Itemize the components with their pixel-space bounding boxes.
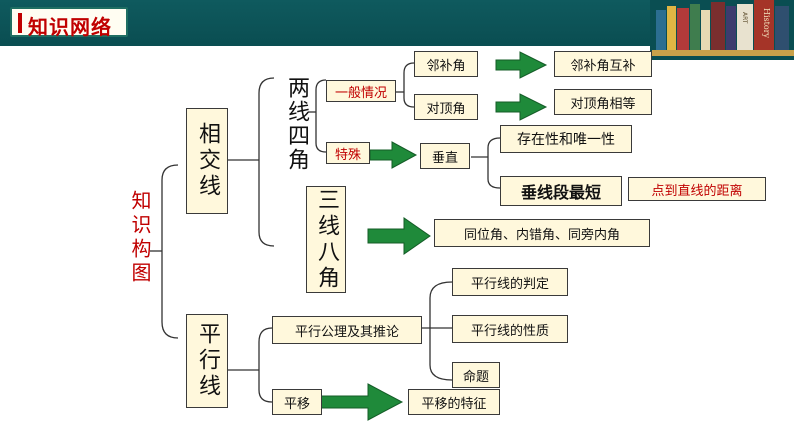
page-title: 知识网络 bbox=[28, 15, 112, 39]
book-spine-history: History bbox=[762, 8, 771, 38]
point-line-distance: 点到直线的距离 bbox=[628, 177, 766, 201]
vertical-angle-result: 对顶角相等 bbox=[554, 89, 652, 115]
title-box: 知识网络 bbox=[10, 7, 128, 39]
three-lines-eight-angles: 三线八角 bbox=[306, 186, 346, 293]
branch-parallel-lines: 平行线 bbox=[186, 314, 228, 408]
translation-features: 平移的特征 bbox=[408, 389, 500, 415]
parallel-properties: 平行线的性质 bbox=[452, 315, 568, 343]
header-divider bbox=[0, 44, 794, 46]
title-accent-bar bbox=[18, 13, 22, 33]
branch-intersecting-lines: 相交线 bbox=[186, 108, 228, 214]
special-case: 特殊 bbox=[326, 142, 370, 164]
books-illustration: History ART bbox=[650, 0, 794, 60]
perpendicular-shortest: 垂线段最短 bbox=[500, 176, 622, 206]
parallel-axiom: 平行公理及其推论 bbox=[272, 316, 422, 344]
angle-types: 同位角、内错角、同旁内角 bbox=[434, 219, 650, 247]
propositions: 命题 bbox=[452, 362, 500, 388]
two-lines-four-angles: 两线四角 bbox=[284, 76, 309, 172]
arrow-adjacent bbox=[495, 51, 548, 79]
parallel-criteria: 平行线的判定 bbox=[452, 268, 568, 296]
general-case: 一般情况 bbox=[326, 80, 396, 102]
arrow-translation bbox=[320, 383, 404, 421]
existence-uniqueness: 存在性和唯一性 bbox=[500, 125, 632, 153]
adjacent-supplementary-result: 邻补角互补 bbox=[554, 51, 652, 77]
perpendicular: 垂直 bbox=[420, 143, 470, 169]
root-label: 知识构图 bbox=[128, 190, 152, 286]
arrow-vertical bbox=[495, 93, 548, 121]
translation: 平移 bbox=[272, 389, 322, 415]
arrow-special bbox=[369, 141, 418, 169]
book-spine-art: ART bbox=[741, 12, 748, 24]
arrow-three-lines bbox=[367, 217, 431, 255]
adjacent-supplementary-angle: 邻补角 bbox=[414, 51, 478, 77]
vertical-angle: 对顶角 bbox=[414, 94, 478, 120]
